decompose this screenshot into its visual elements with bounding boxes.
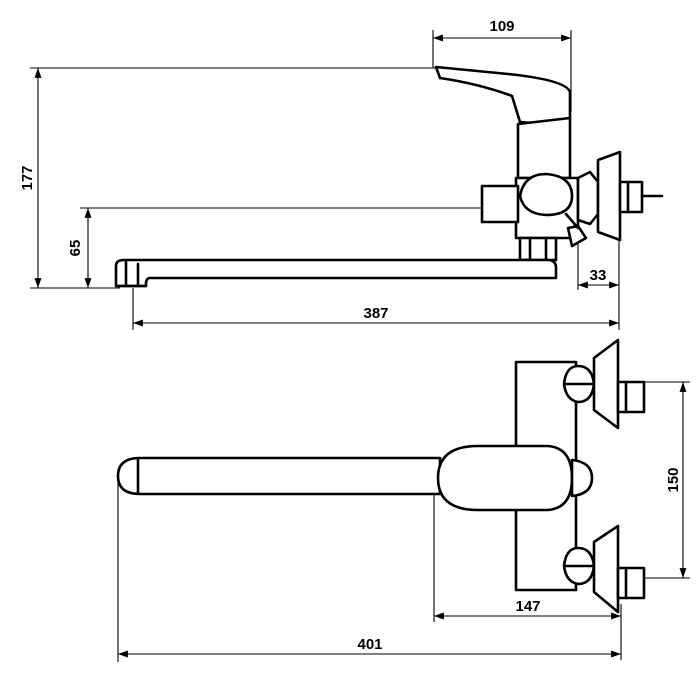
spout-nut (518, 236, 558, 262)
dim-body-to-wall: 147 (433, 470, 622, 660)
dim-connector-spacing-label: 150 (665, 467, 682, 492)
dim-total-height-label: 177 (19, 165, 36, 190)
spout-top (116, 456, 442, 496)
handle-top (436, 444, 574, 512)
dim-total-height: 177 (19, 67, 438, 289)
cap-knob (570, 458, 594, 498)
dim-overall-length: 401 (117, 478, 621, 662)
dim-spout-height: 65 (67, 207, 488, 288)
diverter-knob (480, 184, 520, 224)
cartridge-body (516, 116, 572, 180)
eccentric-connector (564, 150, 664, 248)
upper-connector (562, 338, 646, 430)
dim-overall-length-label: 401 (357, 636, 382, 653)
dim-spout-reach-label: 387 (363, 305, 388, 322)
dim-body-to-wall-label: 147 (515, 598, 540, 615)
dim-handle-width-label: 109 (489, 18, 514, 35)
dim-spout-reach: 387 (132, 220, 620, 330)
handle-lever (434, 65, 572, 125)
lower-connector (562, 524, 646, 614)
dim-connector-offset: 33 (577, 240, 619, 290)
dim-connector-offset-label: 33 (590, 267, 607, 284)
body-cap (518, 172, 574, 217)
top-view: 150 147 401 (116, 338, 690, 662)
spout (114, 258, 558, 288)
dim-spout-height-label: 65 (67, 240, 84, 257)
side-view: 109 177 65 387 33 (19, 18, 664, 330)
